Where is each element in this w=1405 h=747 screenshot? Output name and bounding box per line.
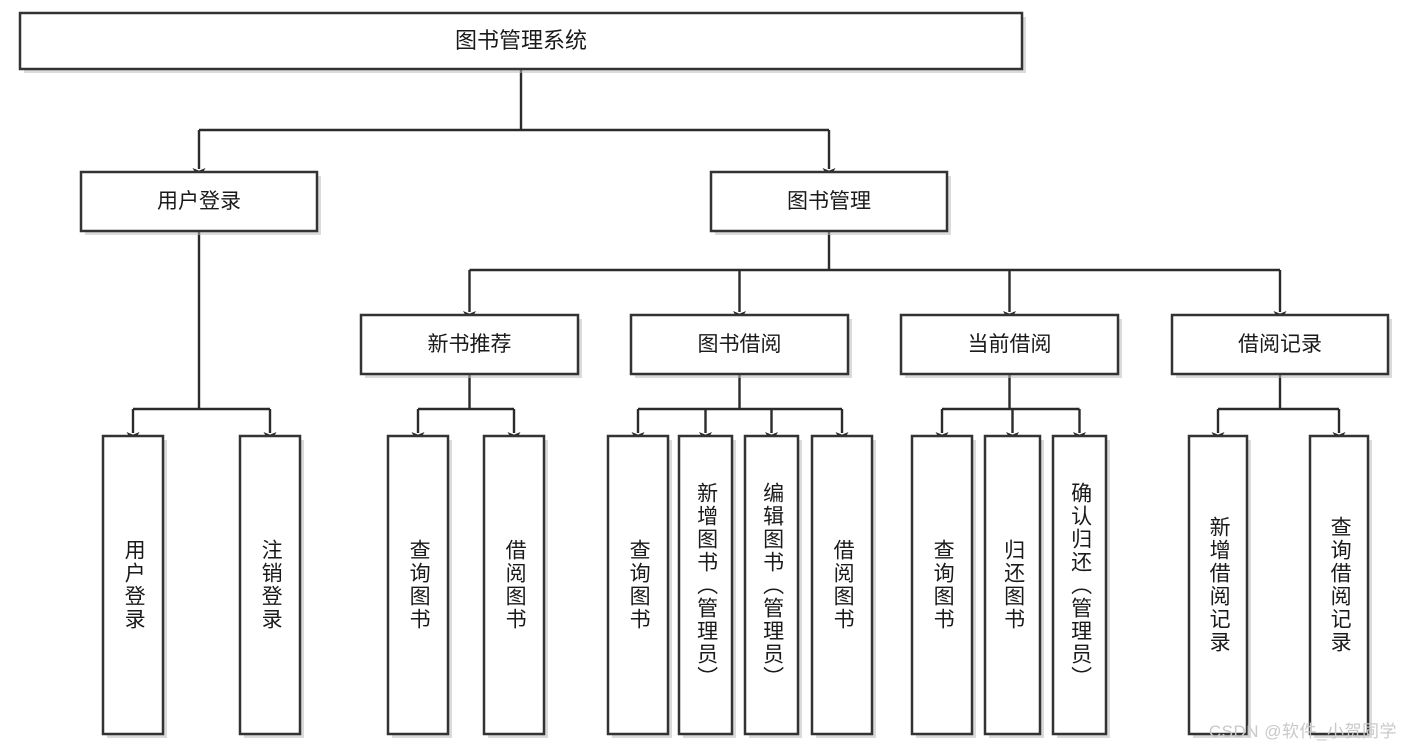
node-box-leaf-borrow-book-new[interactable] [482,434,546,736]
node-box-book-manage[interactable] [709,170,949,233]
node-label-borrow-record: 借阅记录 [1238,333,1322,356]
node-label-root: 图书管理系统 [455,28,587,53]
node-box-leaf-query-book-borrow[interactable] [606,434,670,736]
node-box-leaf-query-record[interactable] [1308,434,1370,736]
node-box-leaf-edit-book[interactable] [743,434,800,736]
node-box-leaf-confirm-return[interactable] [1051,434,1108,736]
node-box-current-borrow[interactable] [899,313,1120,376]
node-box-leaf-add-record[interactable] [1187,434,1249,736]
node-box-leaf-borrow-book[interactable] [810,434,874,736]
node-box-leaf-query-book-current[interactable] [910,434,974,736]
node-label-user-login: 用户登录 [157,190,241,213]
node-label-book-manage: 图书管理 [787,190,871,213]
node-box-leaf-user-login[interactable] [101,434,165,736]
node-label-new-book-recommend: 新书推荐 [428,333,512,356]
node-box-book-borrow[interactable] [629,313,850,376]
node-box-leaf-add-book[interactable] [677,434,734,736]
node-box-root[interactable] [18,11,1024,71]
node-box-new-book-recommend[interactable] [359,313,580,376]
node-box-leaf-query-book-new[interactable] [386,434,450,736]
node-box-leaf-return-book[interactable] [983,434,1042,736]
node-box-user-login[interactable] [79,170,319,233]
connectors-layer [126,69,1346,443]
watermark: CSDN @软件_小贺同学 [1208,722,1397,741]
node-box-leaf-logout[interactable] [238,434,302,736]
node-label-book-borrow: 图书借阅 [698,333,782,356]
boxes-layer [18,11,1392,738]
node-label-current-borrow: 当前借阅 [968,333,1052,356]
node-box-borrow-record[interactable] [1170,313,1390,376]
